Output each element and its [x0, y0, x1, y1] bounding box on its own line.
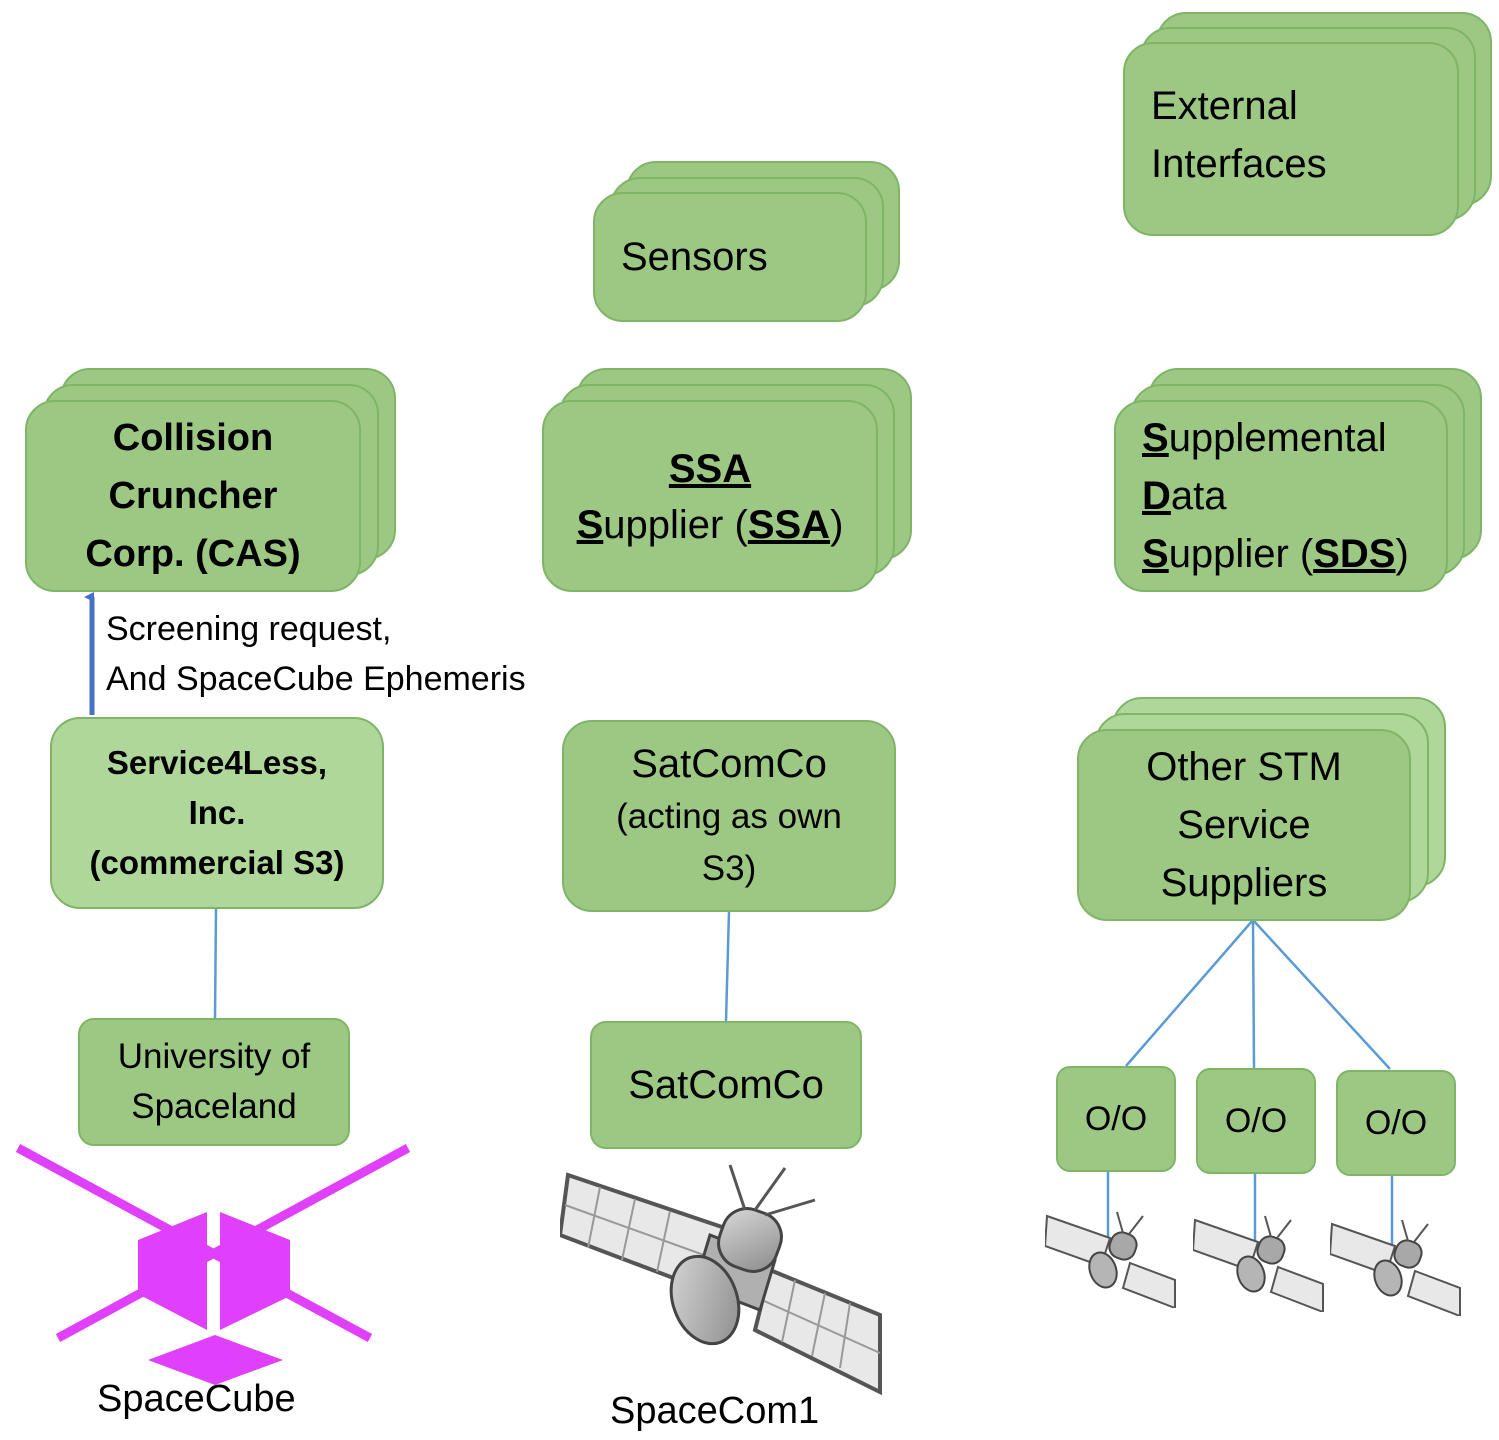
connector-stm-oo-2	[1251, 919, 1256, 1069]
ssa-line-2-text: upplier (	[603, 503, 748, 547]
satcomco-s3-box[interactable]	[562, 720, 896, 912]
spacecube-caption: SpaceCube	[97, 1378, 296, 1420]
service4less-line-1: Service4Less,	[106, 744, 328, 781]
sds-line-3-initial: S	[1142, 532, 1169, 576]
satcomco-label-wrap: SatComCo	[590, 1021, 862, 1149]
sds-line-3-close: )	[1395, 532, 1409, 576]
sensors-label-wrap: Sensors	[593, 192, 867, 322]
sensors-label: Sensors	[621, 234, 768, 279]
spacecube-icon	[15, 1144, 411, 1385]
oo-box-2[interactable]	[1196, 1068, 1316, 1174]
external-interfaces-box[interactable]	[1123, 42, 1459, 236]
ssa-line-2-close: )	[830, 503, 844, 547]
sds-line-2-text: ata	[1170, 474, 1227, 518]
sds-line-1-text: upplemental	[1168, 416, 1387, 460]
other-stm-line-1: Other STM	[1146, 745, 1342, 789]
satcomco-s3-label: SatComCo (acting as own S3)	[562, 720, 896, 912]
oo-label-3-wrap: O/O	[1336, 1070, 1456, 1176]
oo-label-1-wrap: O/O	[1056, 1066, 1176, 1172]
spacecom1-satellite-icon	[560, 1164, 882, 1396]
cas-line-1: Collision	[112, 417, 274, 459]
oo-box-1[interactable]	[1056, 1066, 1176, 1172]
sds-line-1: Supplemental	[1142, 409, 1387, 467]
connector-s3-university	[213, 907, 218, 1019]
satcomco-s3-line-1: SatComCo	[631, 742, 827, 786]
sds-line-3: Supplier (SDS)	[1142, 525, 1409, 583]
external-interfaces-line-2: Interfaces	[1151, 142, 1327, 186]
university-box[interactable]	[78, 1018, 350, 1146]
sds-line-2: Data	[1142, 467, 1227, 525]
cas-line-3: Corp. (CAS)	[85, 533, 301, 575]
oo-satellite-icon-1	[1045, 1211, 1176, 1308]
spacecom1-caption: SpaceCom1	[610, 1390, 820, 1432]
oo-satellite-icon-2	[1193, 1215, 1324, 1312]
university-line-2: Spaceland	[131, 1087, 297, 1126]
satcomco-box[interactable]	[590, 1021, 862, 1149]
sds-label: Supplemental Data Supplier (SDS)	[1114, 410, 1448, 582]
service4less-label: Service4Less, Inc. (commercial S3)	[50, 717, 384, 909]
ssa-line-1: SSA	[668, 447, 752, 491]
connector-stm-oo-1	[1125, 919, 1254, 1067]
oo-satellite-icon-3	[1330, 1219, 1461, 1316]
sds-box[interactable]	[1114, 400, 1448, 592]
oo-label-2: O/O	[1224, 1101, 1288, 1140]
sds-line-1-initial: S	[1142, 416, 1169, 460]
note-line-2: And SpaceCube Ephemeris	[106, 660, 526, 698]
satcomco-label: SatComCo	[628, 1062, 824, 1107]
sds-line-3-abbr: SDS	[1313, 532, 1396, 576]
other-stm-line-3: Suppliers	[1160, 861, 1328, 905]
other-stm-box[interactable]	[1077, 729, 1411, 921]
other-stm-line-2: Service	[1177, 803, 1311, 847]
note-line-1: Screening request,	[106, 610, 392, 648]
service4less-box[interactable]	[50, 717, 384, 909]
external-interfaces-line-1: External	[1151, 84, 1298, 128]
ssa-box[interactable]	[542, 400, 878, 592]
ssa-line-2: Supplier (SSA)	[577, 497, 844, 553]
oo-label-2-wrap: O/O	[1196, 1068, 1316, 1174]
other-stm-label: Other STM Service Suppliers	[1077, 739, 1411, 911]
cas-box[interactable]	[25, 400, 361, 592]
oo-box-3[interactable]	[1336, 1070, 1456, 1176]
satcomco-s3-line-3: S3)	[701, 849, 757, 888]
service4less-line-3: (commercial S3)	[89, 844, 345, 881]
cas-label: Collision Cruncher Corp. (CAS)	[25, 410, 361, 582]
ssa-line-2-abbr: SSA	[747, 503, 831, 547]
service4less-line-2: Inc.	[188, 794, 246, 831]
cas-line-2: Cruncher	[108, 475, 278, 517]
university-line-1: University of	[117, 1037, 311, 1076]
screening-request-note: Screening request, And SpaceCube Ephemer…	[106, 604, 526, 704]
sds-line-3-text: upplier (	[1168, 532, 1314, 576]
ssa-line-2-initial: S	[576, 503, 604, 547]
external-interfaces-label: External Interfaces	[1123, 70, 1459, 200]
sds-line-2-initial: D	[1142, 474, 1171, 518]
connector-stm-oo-3	[1252, 919, 1391, 1070]
sensors-box[interactable]	[593, 192, 867, 322]
university-label: University of Spaceland	[78, 1018, 350, 1146]
satcomco-s3-line-2: (acting as own	[616, 797, 842, 836]
ssa-label: SSA Supplier (SSA)	[542, 412, 878, 582]
oo-label-3: O/O	[1364, 1103, 1428, 1142]
oo-label-1: O/O	[1084, 1099, 1148, 1138]
connector-satcomco-s3-satcomco	[724, 910, 731, 1022]
